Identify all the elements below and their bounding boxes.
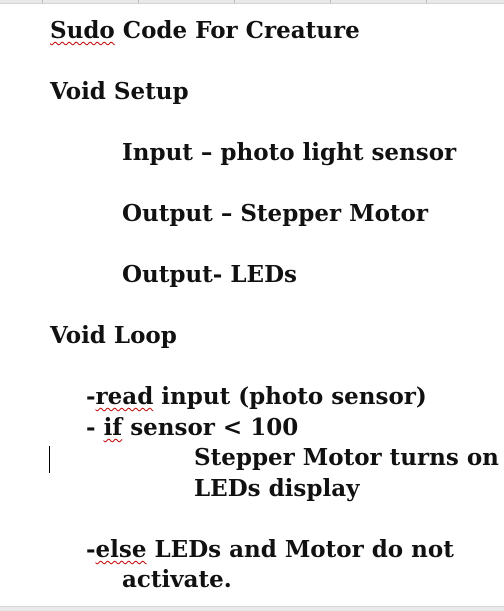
line-text: LEDs and Motor do not bbox=[146, 536, 454, 563]
line-prefix: - bbox=[86, 383, 96, 410]
loop-heading: Void Loop bbox=[50, 322, 177, 349]
else-line: -else LEDs and Motor do not bbox=[86, 536, 454, 564]
if-action-line: Stepper Motor turns on bbox=[194, 444, 499, 471]
spellcheck-word[interactable]: read bbox=[95, 383, 154, 410]
ruler-tick bbox=[42, 0, 43, 3]
line-text: sensor < 100 bbox=[122, 414, 299, 441]
ruler-tick bbox=[426, 0, 427, 3]
setup-heading: Void Setup bbox=[50, 78, 189, 105]
ruler-tick bbox=[138, 0, 139, 3]
line-text: input (photo sensor) bbox=[153, 383, 427, 410]
line-prefix: - bbox=[86, 414, 104, 441]
if-action-line: LEDs display bbox=[194, 475, 360, 502]
document-title: Sudo Code For Creature bbox=[50, 17, 360, 45]
spellcheck-word[interactable]: if bbox=[103, 414, 123, 441]
setup-item: Input – photo light sensor bbox=[122, 139, 457, 166]
ruler-tick bbox=[330, 0, 331, 3]
spellcheck-word[interactable]: else bbox=[95, 536, 147, 563]
spellcheck-word[interactable]: Sudo bbox=[50, 17, 115, 44]
read-input-line: -read input (photo sensor) bbox=[86, 383, 427, 411]
else-continuation: activate. bbox=[122, 566, 232, 593]
setup-item: Output – Stepper Motor bbox=[122, 200, 428, 227]
text-cursor-icon bbox=[49, 446, 50, 473]
ruler-tick bbox=[234, 0, 235, 3]
setup-item: Output- LEDs bbox=[122, 261, 297, 288]
line-prefix: - bbox=[86, 536, 96, 563]
page-bottom-edge bbox=[0, 606, 504, 611]
title-text: Code For Creature bbox=[114, 17, 360, 44]
if-line: - if sensor < 100 bbox=[86, 414, 298, 442]
ruler bbox=[0, 0, 504, 4]
